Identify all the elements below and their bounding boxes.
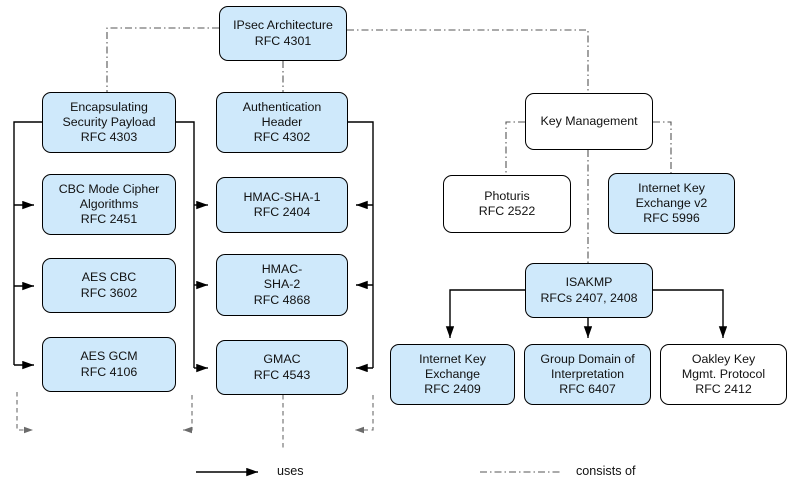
- node-line: HMAC-SHA-1: [243, 189, 321, 204]
- node-line: RFC 4303: [80, 130, 138, 145]
- node-line: Key Management: [540, 113, 638, 128]
- uses-edges: [13, 121, 728, 373]
- node-line: GMAC: [263, 352, 301, 367]
- node-line: ISAKMP: [565, 275, 613, 290]
- node-line: SHA-2: [263, 277, 301, 292]
- node-line: RFC 4868: [253, 292, 311, 307]
- node-line: RFC 6407: [559, 382, 616, 397]
- legend-consists-of-label: consists of: [576, 464, 636, 478]
- node-line: RFC 2451: [80, 212, 138, 227]
- node-line: Internet Key: [638, 180, 705, 195]
- node-line: Internet Key: [419, 351, 486, 366]
- node-line: RFC 4106: [80, 364, 138, 379]
- node-key-management[interactable]: Key Management: [525, 93, 653, 150]
- node-line: IPsec Architecture: [233, 18, 333, 33]
- node-line: CBC Mode Cipher: [58, 181, 160, 196]
- node-line: RFCs 2407, 2408: [540, 290, 638, 305]
- node-line: Header: [261, 114, 303, 129]
- node-line: Interpretation: [550, 366, 624, 381]
- node-line: Encapsulating: [70, 99, 148, 114]
- node-line: RFC 2409: [424, 382, 481, 397]
- node-line: RFC 4301: [254, 33, 312, 48]
- node-line: AES CBC: [81, 270, 137, 285]
- node-line: Group Domain of: [540, 351, 635, 366]
- legend-uses-label: uses: [277, 464, 304, 478]
- node-line: RFC 2522: [478, 204, 536, 218]
- node-line: Oakley Key: [691, 351, 756, 366]
- node-line: Authentication: [242, 99, 322, 114]
- node-line: RFC 5996: [643, 211, 700, 226]
- node-line: Mgmt. Protocol: [681, 366, 766, 381]
- node-line: Photuris: [484, 188, 530, 203]
- node-line: RFC 3602: [80, 285, 138, 300]
- node-line: RFC 4302: [253, 130, 311, 145]
- node-line: Exchange: [424, 366, 481, 381]
- node-line: HMAC-: [261, 262, 303, 277]
- node-line: Exchange v2: [635, 195, 708, 210]
- node-line: RFC 2404: [253, 205, 311, 219]
- node-line: AES GCM: [80, 349, 138, 364]
- node-line: RFC 4543: [253, 367, 311, 382]
- node-line: Algorithms: [79, 196, 139, 211]
- consists-of-open-stubs: [16, 392, 374, 448]
- node-line: Security Payload: [62, 114, 156, 129]
- node-line: RFC 2412: [695, 382, 752, 397]
